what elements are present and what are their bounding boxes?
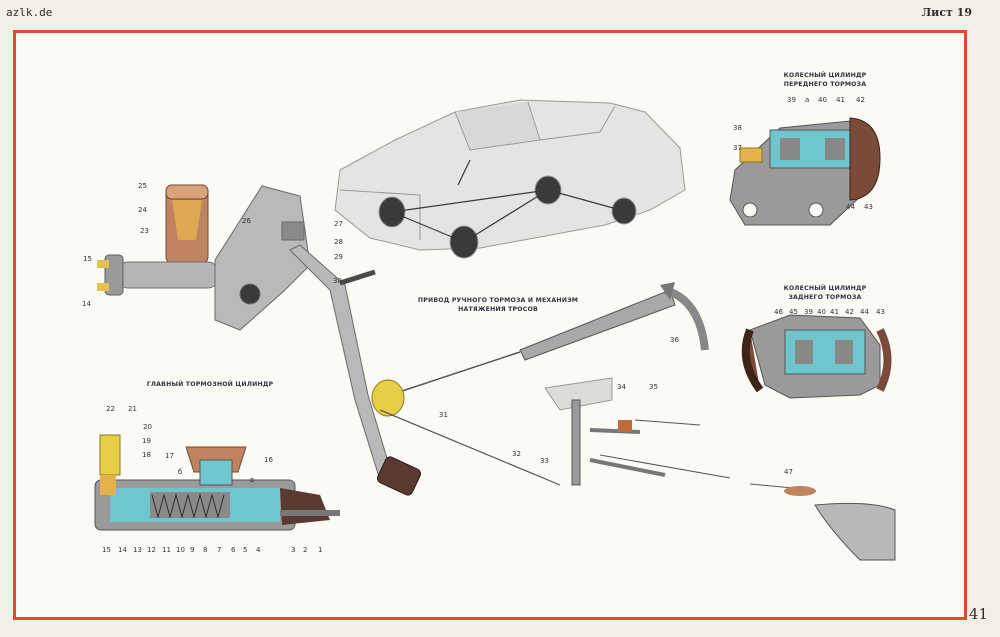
callout-19: 19 (142, 437, 151, 445)
caption-handbrake-line2: НАТЯЖЕНИЯ ТРОСОВ (458, 306, 538, 313)
callout-22: 22 (106, 405, 115, 413)
front-wheel-cylinder (729, 117, 881, 226)
sheet-number: Лист 19 (921, 6, 972, 19)
callout-4: 4 (256, 546, 261, 554)
callout-15: 15 (83, 255, 92, 263)
callout-37: 37 (733, 144, 742, 152)
caption-front-cylinder-line1: КОЛЕСНЫЙ ЦИЛИНДР (784, 70, 867, 79)
callout-40-rear: 40 (817, 308, 826, 316)
caption-master-cylinder: ГЛАВНЫЙ ТОРМОЗНОЙ ЦИЛИНДР (147, 379, 274, 388)
rear-wheel-cylinder (741, 314, 892, 399)
callout-16: 16 (264, 456, 273, 464)
callout-44-rear: 44 (860, 308, 869, 316)
callout-20: 20 (143, 423, 152, 431)
callout-3: 3 (291, 546, 295, 554)
callout-17: 17 (165, 452, 174, 460)
callout-39-rear: 39 (804, 308, 813, 316)
callout-27: 27 (334, 220, 343, 228)
callout-14: 14 (82, 300, 91, 308)
callout-5: 5 (243, 546, 247, 554)
handbrake-assembly (371, 282, 896, 561)
callout-35: 35 (649, 383, 658, 391)
callout-39: 39 (787, 96, 796, 104)
caption-front-cylinder-line2: ПЕРЕДНЕГО ТОРМОЗА (784, 81, 866, 88)
site-watermark: azlk.de (6, 6, 53, 19)
callout-1: 1 (318, 546, 322, 554)
callout-11: 11 (162, 546, 171, 554)
callout-7: 7 (217, 546, 221, 554)
callout-45: 45 (789, 308, 798, 316)
callout-41: 41 (836, 96, 845, 104)
callout-42-rear: 42 (845, 308, 854, 316)
master-cylinder-assembly (97, 184, 219, 296)
master-cylinder-cutaway (94, 434, 340, 531)
callout-47: 47 (784, 468, 793, 476)
callout-labels: 25 24 23 15 14 26 27 28 29 30 39 а 40 41… (82, 96, 885, 554)
callout-24: 24 (138, 206, 147, 214)
captions: КОЛЕСНЫЙ ЦИЛИНДР ПЕРЕДНЕГО ТОРМОЗА КОЛЕС… (147, 70, 867, 388)
callout-44: 44 (846, 203, 855, 211)
callout-6: 6 (231, 546, 236, 554)
callout-31: 31 (439, 411, 448, 419)
callout-38: 38 (733, 124, 742, 132)
callout-46: 46 (774, 308, 783, 316)
callout-21: 21 (128, 405, 137, 413)
callout-13: 13 (133, 546, 142, 554)
callout-40: 40 (818, 96, 827, 104)
callout-2: 2 (303, 546, 307, 554)
callout-18: 18 (142, 451, 151, 459)
callout-15-bottom: 15 (102, 546, 111, 554)
callout-b: б (178, 468, 182, 476)
callout-32: 32 (512, 450, 521, 458)
callout-41-rear: 41 (830, 308, 839, 316)
callout-33: 33 (540, 457, 549, 465)
callout-10: 10 (176, 546, 185, 554)
callout-43: 43 (864, 203, 873, 211)
callout-25: 25 (138, 182, 147, 190)
callout-36: 36 (670, 336, 679, 344)
car-illustration (334, 99, 686, 259)
callout-34: 34 (617, 383, 626, 391)
pedal-assembly (214, 185, 421, 496)
callout-14-bottom: 14 (118, 546, 127, 554)
callout-12: 12 (147, 546, 156, 554)
callout-v: в (250, 476, 254, 484)
callout-8: 8 (203, 546, 207, 554)
page-number: 41 (968, 605, 988, 623)
callout-26: 26 (242, 217, 251, 225)
callout-23: 23 (140, 227, 149, 235)
callout-30: 30 (333, 277, 342, 285)
callout-a: а (805, 96, 809, 104)
callout-42: 42 (856, 96, 865, 104)
callout-29: 29 (334, 253, 343, 261)
callout-9: 9 (190, 546, 194, 554)
caption-handbrake-line1: ПРИВОД РУЧНОГО ТОРМОЗА И МЕХАНИЗМ (418, 297, 578, 304)
callout-28: 28 (334, 238, 343, 246)
caption-rear-cylinder-line1: КОЛЕСНЫЙ ЦИЛИНДР (784, 283, 867, 292)
caption-rear-cylinder-line2: ЗАДНЕГО ТОРМОЗА (788, 294, 861, 301)
callout-43-rear: 43 (876, 308, 885, 316)
